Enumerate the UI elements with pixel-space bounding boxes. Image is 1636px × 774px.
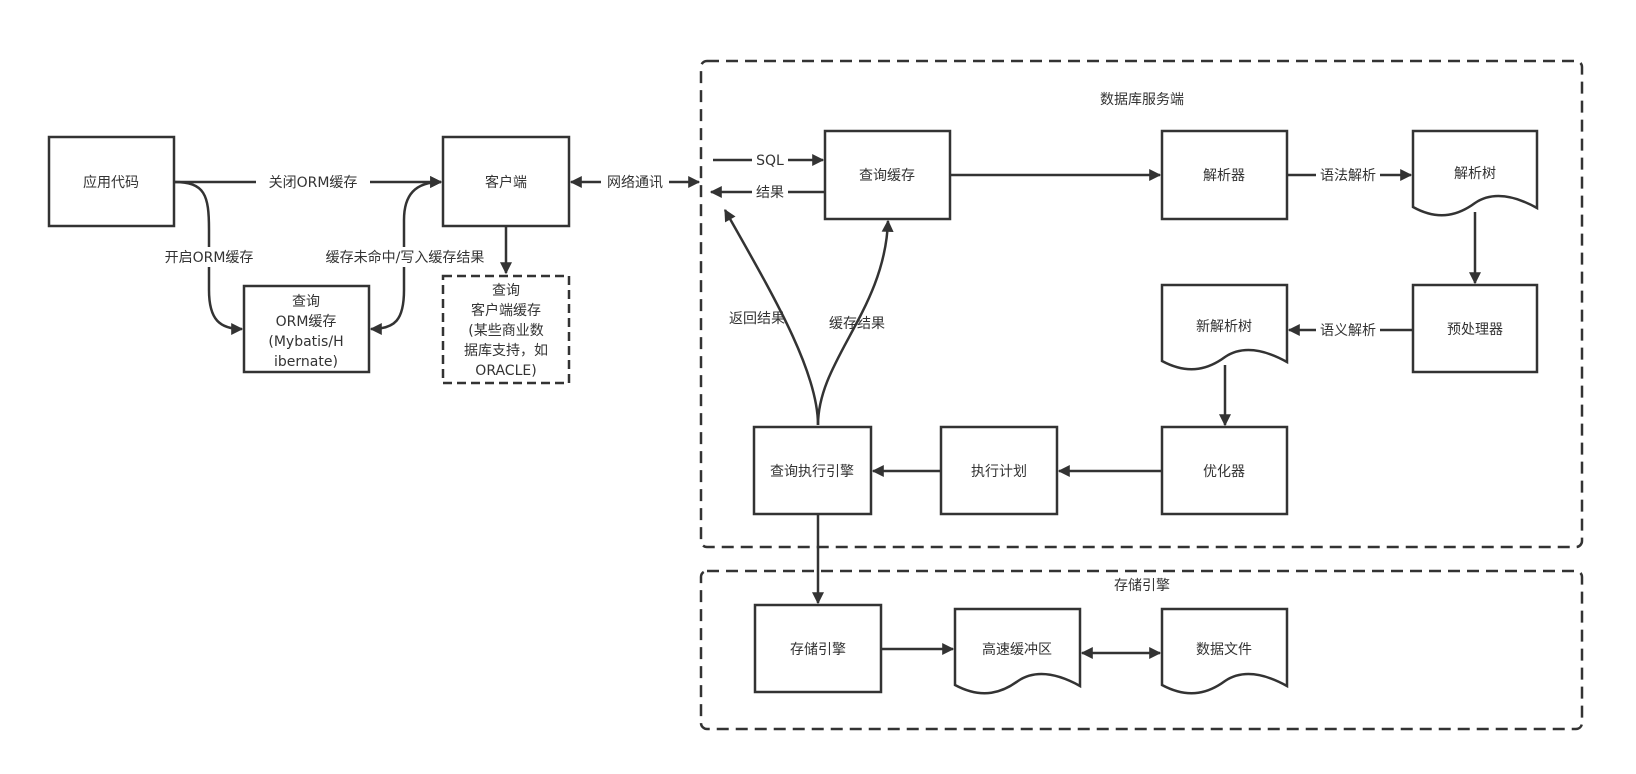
node-storage-engine[interactable]: 存储引擎 bbox=[753, 603, 883, 694]
edge-open-orm-label: 开启ORM缓存 bbox=[165, 250, 254, 266]
edges: 关闭ORM缓存 开启ORM缓存 缓存未命中/写入缓存结果 网络通讯 SQL 结果… bbox=[156, 150, 1481, 659]
node-client-cache-line-4: 据库支持，如 bbox=[464, 343, 548, 359]
node-app-code[interactable]: 应用代码 bbox=[47, 135, 176, 228]
edge-network-label: 网络通讯 bbox=[607, 175, 663, 191]
node-client[interactable]: 客户端 bbox=[441, 135, 571, 228]
edge-cache-result bbox=[816, 219, 894, 426]
node-parser-label: 解析器 bbox=[1203, 168, 1245, 184]
node-orm-cache-line-2: ORM缓存 bbox=[276, 314, 337, 330]
edge-cache-result-label: 缓存结果 bbox=[829, 316, 885, 332]
node-data-file-label: 数据文件 bbox=[1196, 642, 1252, 658]
node-orm-cache[interactable]: 查询 ORM缓存 (Mybatis/H ibernate) bbox=[242, 284, 371, 374]
edge-return-result bbox=[723, 208, 820, 426]
node-preprocessor[interactable]: 预处理器 bbox=[1411, 283, 1539, 374]
node-client-cache-line-2: 客户端缓存 bbox=[471, 302, 541, 319]
node-exec-engine[interactable]: 查询执行引擎 bbox=[752, 425, 873, 516]
node-buffer-label: 高速缓冲区 bbox=[982, 641, 1052, 658]
edge-return-result-label: 返回结果 bbox=[729, 311, 785, 327]
node-app-code-label: 应用代码 bbox=[83, 174, 139, 191]
storage-container-title: 存储引擎 bbox=[1114, 578, 1170, 594]
node-orm-cache-line-3: (Mybatis/H bbox=[268, 334, 343, 350]
node-new-parse-tree[interactable]: 新解析树 bbox=[1160, 283, 1289, 371]
server-container-title: 数据库服务端 bbox=[1100, 92, 1184, 108]
node-parse-tree-label: 解析树 bbox=[1454, 166, 1496, 182]
node-data-file[interactable]: 数据文件 bbox=[1160, 607, 1289, 695]
edge-result-label: 结果 bbox=[756, 185, 784, 201]
storage-container: 存储引擎 bbox=[699, 569, 1584, 731]
node-orm-cache-line-4: ibernate) bbox=[274, 354, 338, 370]
node-optimizer-label: 优化器 bbox=[1203, 464, 1245, 480]
node-exec-plan-label: 执行计划 bbox=[971, 464, 1027, 480]
node-parse-tree[interactable]: 解析树 bbox=[1411, 129, 1539, 217]
node-query-cache-label: 查询缓存 bbox=[859, 168, 915, 184]
storage-container-border bbox=[699, 569, 1584, 731]
node-new-parse-tree-label: 新解析树 bbox=[1196, 319, 1252, 335]
node-client-cache[interactable]: 查询 客户端缓存 (某些商业数 据库支持，如 ORACLE) bbox=[441, 274, 571, 385]
edge-close-orm-label: 关闭ORM缓存 bbox=[269, 175, 358, 191]
node-orm-cache-line-1: 查询 bbox=[292, 294, 320, 310]
node-exec-plan[interactable]: 执行计划 bbox=[939, 425, 1059, 516]
node-optimizer[interactable]: 优化器 bbox=[1160, 425, 1289, 516]
node-client-cache-line-1: 查询 bbox=[492, 283, 520, 299]
edge-semantic-label: 语义解析 bbox=[1320, 323, 1376, 339]
node-storage-engine-label: 存储引擎 bbox=[790, 642, 846, 658]
node-preprocessor-label: 预处理器 bbox=[1447, 322, 1503, 338]
node-exec-engine-label: 查询执行引擎 bbox=[770, 464, 854, 480]
edge-syntax-label: 语法解析 bbox=[1320, 168, 1376, 184]
node-query-cache[interactable]: 查询缓存 bbox=[823, 129, 952, 221]
server-container-border bbox=[699, 59, 1584, 549]
node-buffer[interactable]: 高速缓冲区 bbox=[953, 607, 1082, 695]
node-client-cache-line-5: ORACLE) bbox=[475, 363, 536, 379]
node-client-cache-line-3: (某些商业数 bbox=[468, 323, 543, 339]
node-parser[interactable]: 解析器 bbox=[1160, 129, 1289, 221]
edge-sql-label: SQL bbox=[756, 153, 784, 169]
edge-orm-miss-label: 缓存未命中/写入缓存结果 bbox=[326, 249, 485, 266]
node-client-label: 客户端 bbox=[485, 174, 527, 191]
server-container: 数据库服务端 bbox=[699, 59, 1584, 549]
